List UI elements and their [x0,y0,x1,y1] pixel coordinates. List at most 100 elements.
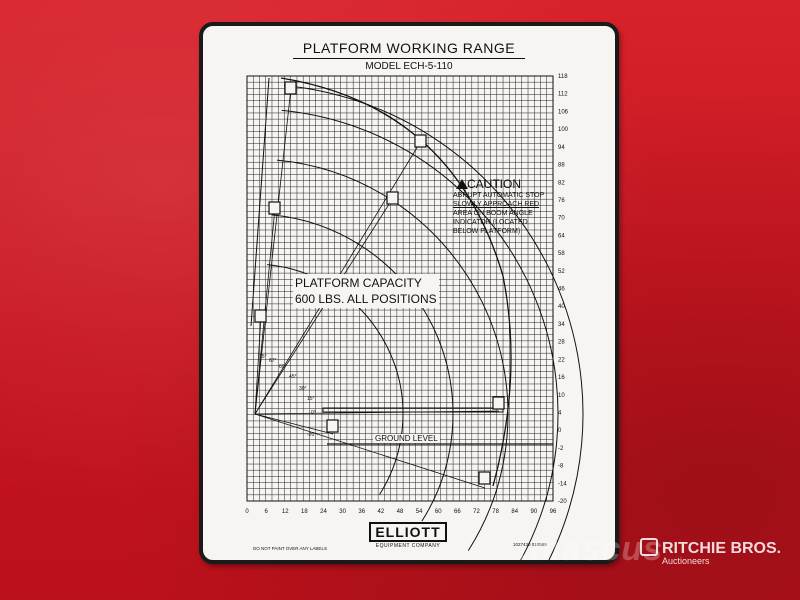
x-tick-label: 12 [282,509,289,515]
caution-line: BELOW PLATFORM) [453,228,521,235]
working-range-placard: PLATFORM WORKING RANGE MODEL ECH-5-110 1… [199,22,619,564]
x-tick-label: 78 [492,509,499,515]
boom-line [254,87,292,415]
y-tick-label: 118 [558,74,568,80]
y-tick-label: 82 [558,180,565,186]
boom-line [254,413,334,435]
rb-brand-sub: Auctioneers [662,556,710,566]
y-tick-label: 52 [558,269,565,275]
x-tick-label: 0 [245,509,249,515]
y-tick-label: 28 [558,340,565,346]
y-tick-label: 76 [558,198,565,204]
boom-angle-label: 67° [269,358,277,364]
y-tick-label: 106 [558,109,569,115]
platform-basket-icon [268,201,281,215]
platform-basket-icon [254,309,267,323]
boom-positions [254,87,504,489]
boom-angle-label: -20° [307,432,316,438]
y-tick-label: 22 [558,357,565,363]
platform-basket-icon [478,471,491,485]
inner-envelope [250,77,270,327]
platform-baskets [254,81,505,485]
rb-brand: RITCHIE BROS. [662,540,782,557]
x-tick-label: 36 [358,509,365,515]
boom-angle-label: 0° [311,410,316,416]
y-tick-label: -8 [558,464,564,470]
y-tick-label: -20 [558,499,567,505]
rb-logo-icon [640,538,658,556]
platform-capacity: PLATFORM CAPACITY 600 LBS. ALL POSITIONS [293,274,439,308]
mascus-watermark: .mascus [520,530,664,568]
caution-line: INDICATOR (LOCATED [453,219,528,226]
x-tick-label: 42 [378,509,385,515]
x-tick-label: 66 [454,509,461,515]
platform-basket-icon [326,419,339,433]
elliott-logo: ELLIOTT EQUIPMENT COMPANY [361,522,455,549]
y-tick-label: 4 [558,410,562,416]
platform-basket-icon [284,81,297,95]
caution-line: SLOWLY APPROACH RED [453,201,540,208]
boom-angle-label: 30° [299,386,307,392]
horizontal-boom [322,407,504,413]
x-tick-label: 24 [320,509,327,515]
x-tick-label: 96 [550,509,557,515]
boom-angle-label: 75° [259,354,267,360]
title-underline [293,58,525,59]
y-tick-label: 46 [558,287,565,293]
range-arc [276,159,509,551]
ritchie-bros-watermark: RITCHIE BROS. Auctioneers [640,538,781,566]
x-tick-label: 48 [397,509,404,515]
capacity-line-2: 600 LBS. ALL POSITIONS [295,292,437,306]
y-tick-label: 88 [558,163,565,169]
platform-basket-icon [386,191,399,205]
boom-line [254,315,262,415]
x-tick-label: 84 [511,509,518,515]
range-arc [281,109,559,560]
caution-line: AREA ON BOOM ANGLE [453,210,533,217]
logo-subtitle: EQUIPMENT COMPANY [375,543,441,549]
x-axis-ticks: 0 6 12 18 24 30 36 42 48 54 60 66 72 78 84 90 96 [245,509,557,515]
no-paint-notice: DO NOT PAINT OVER ANY LABELS [253,546,327,551]
y-tick-label: 34 [558,322,565,328]
working-envelope [280,77,512,487]
platform-basket-icon [414,134,427,148]
boom-angle-label: 15° [307,396,315,402]
x-tick-label: 90 [531,509,538,515]
x-tick-label: 60 [435,509,442,515]
x-tick-label: 30 [339,509,346,515]
y-tick-label: -2 [558,446,564,452]
platform-arcs [250,77,584,560]
x-tick-label: 72 [473,509,480,515]
y-tick-label: 64 [558,233,565,239]
caution-heading: CAUTION [467,177,521,191]
y-tick-label: 16 [558,375,565,381]
ground-level-label: GROUND LEVEL [373,434,440,443]
capacity-line-1: PLATFORM CAPACITY [295,276,422,290]
y-axis-ticks: 1181121061009488827670645852464034282216… [558,74,569,505]
y-tick-label: 112 [558,92,568,98]
y-tick-label: 58 [558,251,565,257]
x-tick-label: 54 [416,509,423,515]
range-arc [271,214,454,522]
boom-angle-label: 60° [279,364,287,370]
caution-notice: CAUTION ABRUPT AUTOMATIC STOP SLOWLY APP… [453,177,553,236]
y-tick-label: 94 [558,145,565,151]
platform-basket-icon [492,396,505,410]
placard-title: PLATFORM WORKING RANGE [302,40,516,56]
boom-angle-labels: 75°67°60°45°30°15°0°-20° [259,354,316,438]
y-tick-label: 70 [558,216,565,222]
caution-line: ABRUPT AUTOMATIC STOP [453,192,545,199]
x-tick-label: 18 [301,509,308,515]
grid-frame [246,75,554,502]
y-tick-label: -14 [558,481,567,487]
range-arc [284,84,584,560]
boom-line [254,413,486,489]
y-tick-label: 100 [558,127,569,133]
model-number: MODEL ECH-5-110 [365,61,453,72]
x-tick-label: 6 [264,509,268,515]
y-tick-label: 0 [558,428,562,434]
y-tick-label: 40 [558,304,565,310]
y-tick-label: 10 [558,393,565,399]
part-number: 1027430 010599 [513,542,547,547]
warning-triangle-icon [456,179,468,189]
